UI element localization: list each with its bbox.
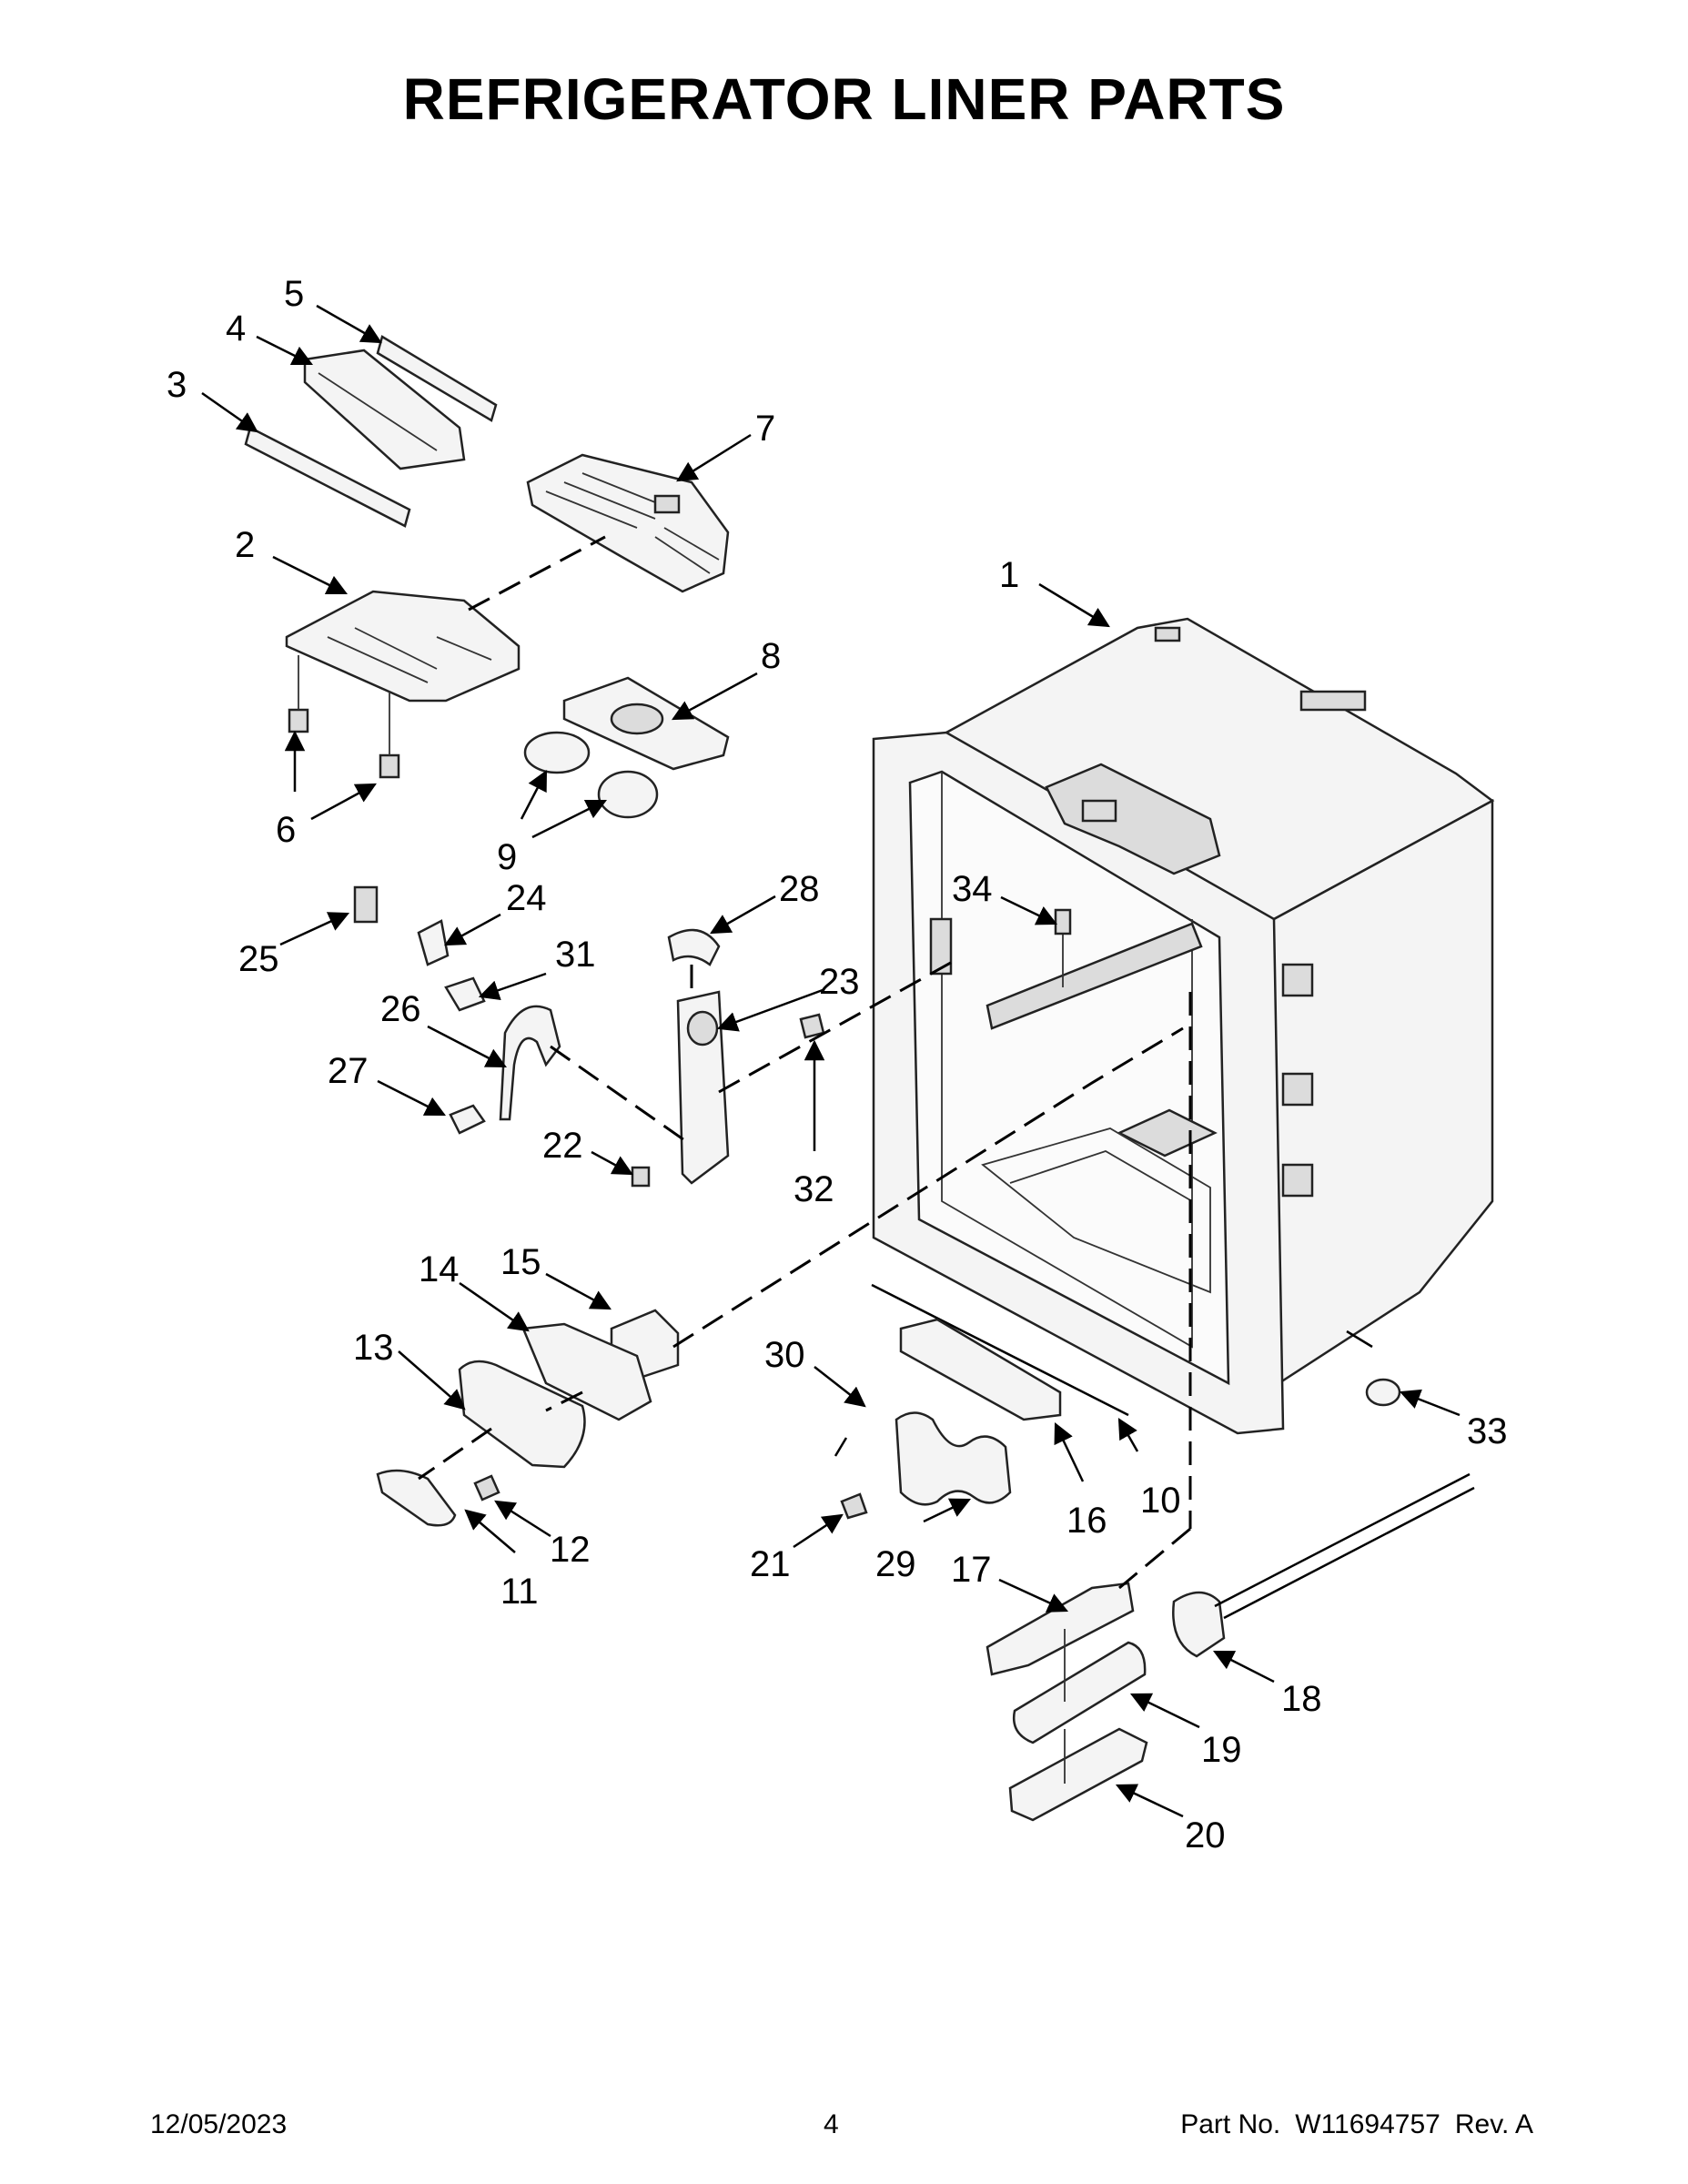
revision: Rev. A — [1454, 2109, 1533, 2139]
callout-20: 20 — [1185, 1815, 1226, 1855]
callout-23: 23 — [819, 962, 860, 1002]
part-18 — [1172, 1591, 1226, 1658]
callout-2: 2 — [235, 525, 255, 565]
part-13-handle — [458, 1360, 586, 1469]
callout-4: 4 — [226, 308, 246, 349]
part-6-clip-a — [288, 708, 309, 733]
liner-cabinet-part-1 — [872, 617, 1495, 1435]
part-19-cylinder — [1012, 1641, 1147, 1744]
callout-9: 9 — [497, 837, 517, 877]
callout-18: 18 — [1281, 1679, 1322, 1719]
callout-1: 1 — [999, 555, 1019, 595]
callout-3: 3 — [167, 365, 187, 405]
part-27-clip — [449, 1104, 486, 1135]
part-number: W11694757 — [1295, 2109, 1440, 2139]
callout-33: 33 — [1467, 1411, 1508, 1451]
part-17 — [986, 1582, 1135, 1676]
callout-5: 5 — [284, 274, 304, 314]
callout-13: 13 — [353, 1328, 394, 1368]
callout-15: 15 — [500, 1242, 541, 1282]
callout-16: 16 — [1066, 1501, 1107, 1541]
part-14 — [521, 1322, 652, 1421]
footer-date: 12/05/2023 — [150, 2109, 288, 2139]
part-10-rod — [871, 1283, 1129, 1417]
callout-22: 22 — [542, 1126, 583, 1166]
part-20 — [1008, 1727, 1148, 1822]
callout-27: 27 — [328, 1051, 369, 1091]
part-6-clip-b — [379, 753, 400, 779]
part-3-strip — [244, 426, 411, 528]
callout-17: 17 — [951, 1550, 992, 1590]
callout-10: 10 — [1140, 1481, 1181, 1521]
callout-21: 21 — [750, 1544, 791, 1584]
part-9-fan-b — [597, 770, 659, 819]
part-24 — [417, 919, 450, 966]
part-23-dispenser — [676, 990, 730, 1185]
part-29-coil — [895, 1411, 1012, 1506]
callout-14: 14 — [419, 1249, 460, 1289]
part-31 — [444, 976, 486, 1012]
part-7-vent-cover — [526, 453, 730, 593]
page-title: REFRIGERATOR LINER PARTS — [402, 66, 1286, 132]
part-12-screw — [473, 1474, 500, 1502]
part-4-housing — [303, 349, 466, 470]
callout-34: 34 — [952, 869, 993, 909]
part-5-bar — [376, 335, 498, 422]
part-33-foot — [1365, 1378, 1401, 1407]
footer-part-info: Part No. W11694757 Rev. A — [1180, 2109, 1533, 2140]
callout-25: 25 — [238, 939, 279, 979]
callout-26: 26 — [380, 989, 421, 1029]
callout-8: 8 — [761, 636, 781, 676]
callout-28: 28 — [779, 869, 820, 909]
callout-7: 7 — [755, 409, 775, 449]
callout-32: 32 — [793, 1169, 834, 1209]
callout-6: 6 — [276, 810, 296, 850]
callout-29: 29 — [875, 1544, 916, 1584]
callout-31: 31 — [555, 935, 596, 975]
callout-19: 19 — [1201, 1730, 1242, 1770]
footer-page-number: 4 — [824, 2109, 839, 2139]
callout-24: 24 — [506, 878, 547, 918]
part-30 — [834, 1437, 848, 1457]
part-22 — [631, 1166, 651, 1188]
part-9-fan-a — [523, 731, 591, 774]
part-11 — [376, 1469, 457, 1527]
callout-11: 11 — [500, 1572, 539, 1612]
part-26-spout — [499, 1005, 561, 1121]
part-28-cap — [667, 928, 721, 966]
callout-12: 12 — [550, 1530, 591, 1570]
callout-30: 30 — [764, 1335, 805, 1375]
part-21-screw — [840, 1492, 868, 1520]
part-25 — [353, 885, 379, 924]
part-number-label: Part No. — [1180, 2109, 1281, 2139]
part-2-panel — [285, 590, 521, 703]
part-16 — [899, 1318, 1062, 1421]
